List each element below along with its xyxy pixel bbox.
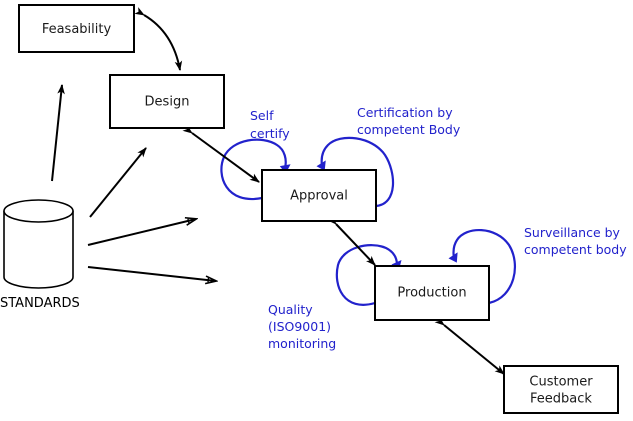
quality-line3: monitoring bbox=[268, 336, 336, 351]
edge-standards-approval bbox=[87, 219, 196, 246]
annotation-quality-monitoring: Quality (ISO9001) monitoring bbox=[268, 302, 336, 351]
design-label: Design bbox=[145, 95, 190, 110]
annotation-surveillance-competent-body: Surveillance by competent body bbox=[524, 225, 627, 257]
annotation-certification-competent-body: Certification by competent Body bbox=[357, 105, 461, 137]
self-certify-line1: Self bbox=[250, 108, 274, 123]
node-production[interactable]: Production bbox=[374, 265, 490, 321]
edge-production-customer-feedback bbox=[434, 316, 505, 375]
edge-design-approval bbox=[182, 124, 260, 183]
loop-surveillance-competent-body bbox=[448, 228, 516, 305]
edge-approval-production bbox=[327, 214, 376, 266]
surveillance-line2: competent body bbox=[524, 242, 627, 257]
surveillance-line1: Surveillance by bbox=[524, 225, 621, 240]
quality-line1: Quality bbox=[268, 302, 313, 317]
customer-feedback-label-line2: Feedback bbox=[530, 392, 592, 407]
customer-feedback-label-line1: Customer bbox=[529, 375, 593, 390]
annotation-self-certify: Self certify bbox=[250, 108, 290, 141]
standards-cylinder-top[interactable] bbox=[3, 199, 74, 223]
self-certify-line2: certify bbox=[250, 126, 290, 141]
standards-label: STANDARDS bbox=[0, 296, 80, 311]
approval-box[interactable] bbox=[261, 169, 377, 222]
certification-line1: Certification by bbox=[357, 105, 453, 120]
standards-cylinder-bottom bbox=[3, 276, 74, 289]
edge-standards-production bbox=[87, 266, 216, 281]
approval-label: Approval bbox=[290, 189, 348, 204]
feasability-box[interactable] bbox=[18, 4, 135, 53]
node-standards[interactable]: STANDARDS bbox=[0, 199, 80, 311]
edge-standards-design bbox=[89, 147, 147, 218]
loop-certification-competent-body bbox=[316, 136, 395, 208]
production-label: Production bbox=[397, 286, 466, 301]
design-box[interactable] bbox=[109, 74, 225, 129]
certification-line2: competent Body bbox=[357, 122, 461, 137]
node-approval[interactable]: Approval bbox=[261, 169, 377, 222]
edge-standards-feasability bbox=[51, 84, 65, 182]
node-design[interactable]: Design bbox=[109, 74, 225, 129]
feasability-label: Feasability bbox=[42, 22, 112, 37]
node-customer-feedback[interactable]: Customer Feedback bbox=[503, 365, 619, 414]
customer-feedback-box[interactable] bbox=[503, 365, 619, 414]
production-box[interactable] bbox=[374, 265, 490, 321]
edge-feasability-design bbox=[134, 7, 183, 71]
quality-line2: (ISO9001) bbox=[268, 319, 331, 334]
node-feasability[interactable]: Feasability bbox=[18, 4, 135, 53]
